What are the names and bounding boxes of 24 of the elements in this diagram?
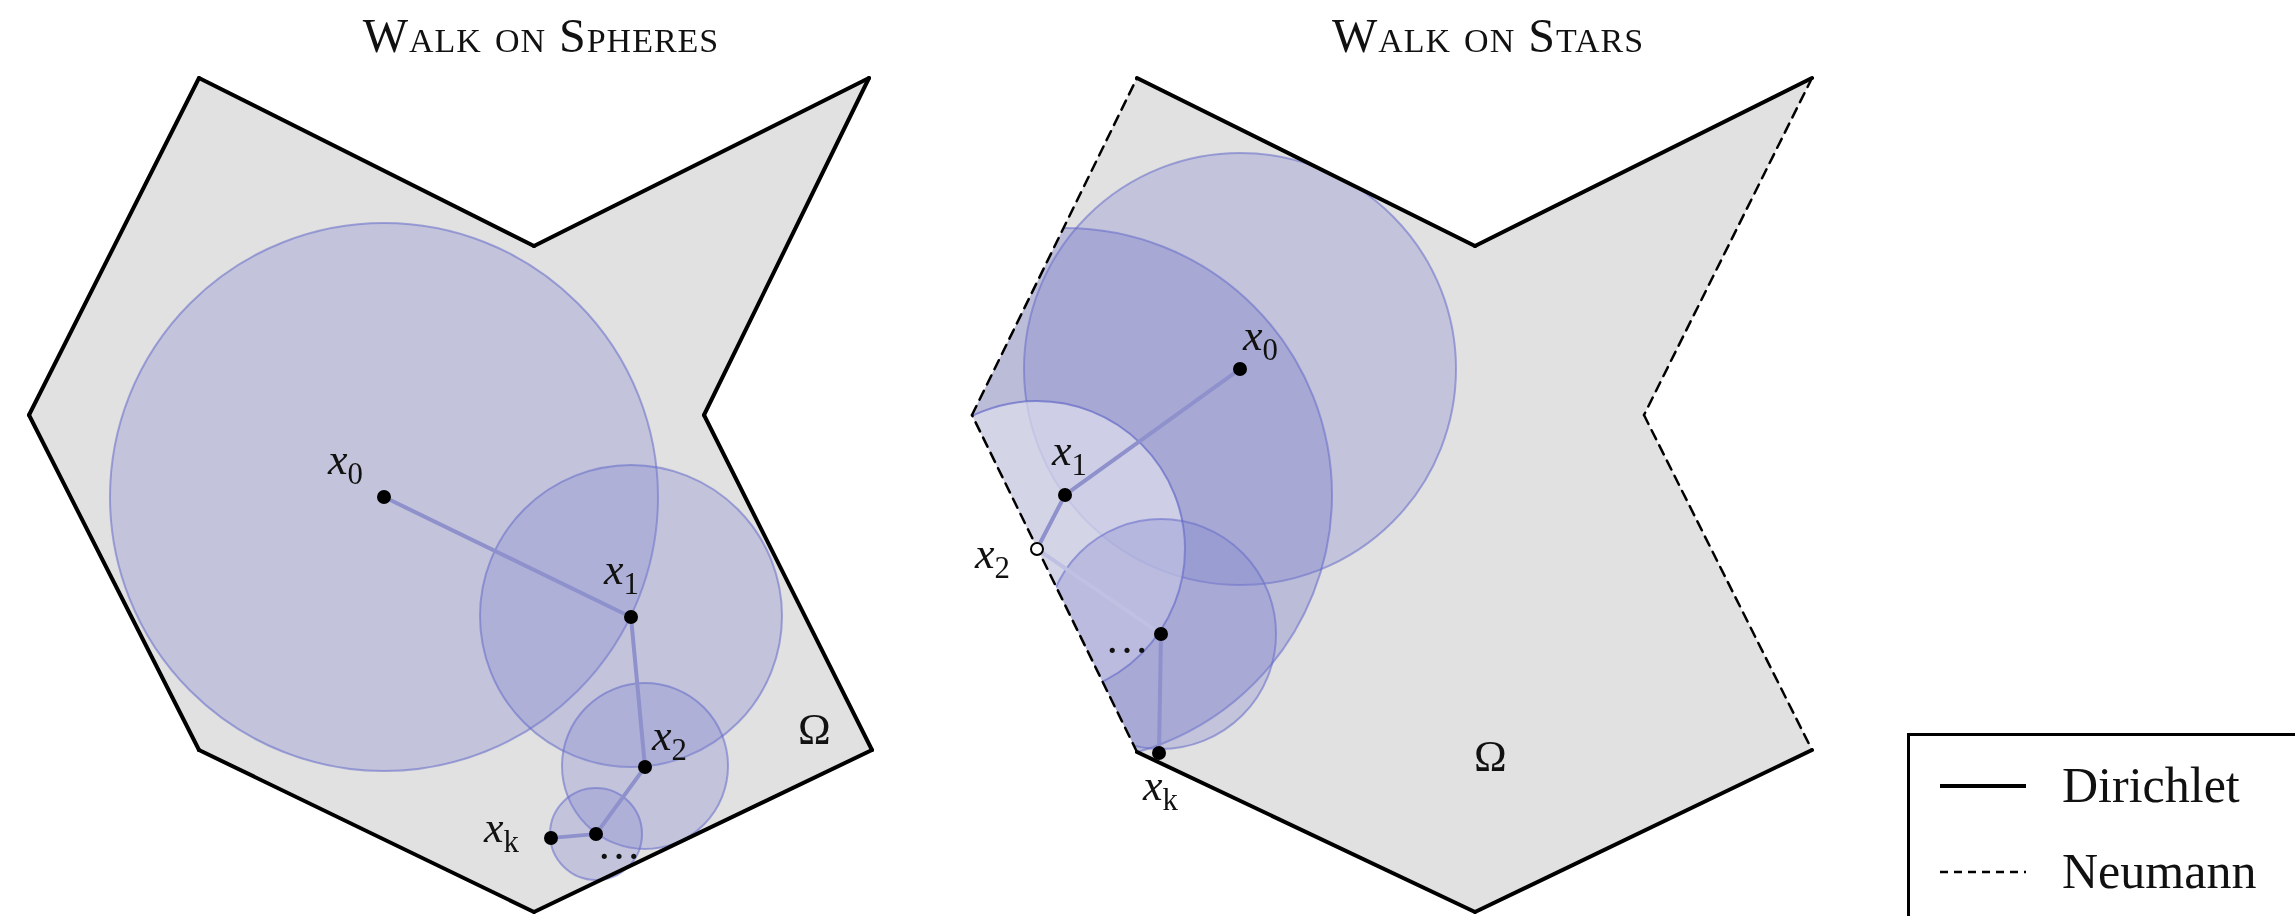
point-label: x$_{k}$: [1143, 762, 1178, 818]
walk-step-line: [557, 832, 590, 840]
point-label: x$_{2}$: [975, 530, 1010, 586]
point-label: x$_{1}$: [1052, 427, 1087, 483]
walk-step-line: [1157, 640, 1163, 747]
walk-step-line: [629, 623, 647, 761]
point-label: x$_{k}$: [484, 804, 519, 860]
point-label: x$_{2}$: [652, 712, 687, 768]
ellipsis: …: [597, 821, 643, 870]
panel-title: Walk on Stars: [1331, 8, 1645, 63]
panel-title: Walk on Spheres: [362, 8, 720, 63]
legend-label: Neumann: [2062, 844, 2257, 899]
hollow-point: [1030, 542, 1044, 556]
walk-step-line: [1069, 371, 1236, 493]
legend-label: Dirichlet: [2062, 758, 2240, 813]
domain-symbol: Ω: [798, 706, 831, 755]
ellipsis: …: [1105, 615, 1151, 664]
walk-step-line: [1038, 500, 1064, 544]
walk-step-line: [598, 771, 643, 830]
point-label: x$_{0}$: [328, 436, 363, 492]
point-label: x$_{0}$: [1243, 312, 1278, 368]
point-label: x$_{1}$: [604, 546, 639, 602]
domain-symbol: Ω: [1474, 733, 1507, 782]
walk-step-line: [389, 498, 626, 616]
